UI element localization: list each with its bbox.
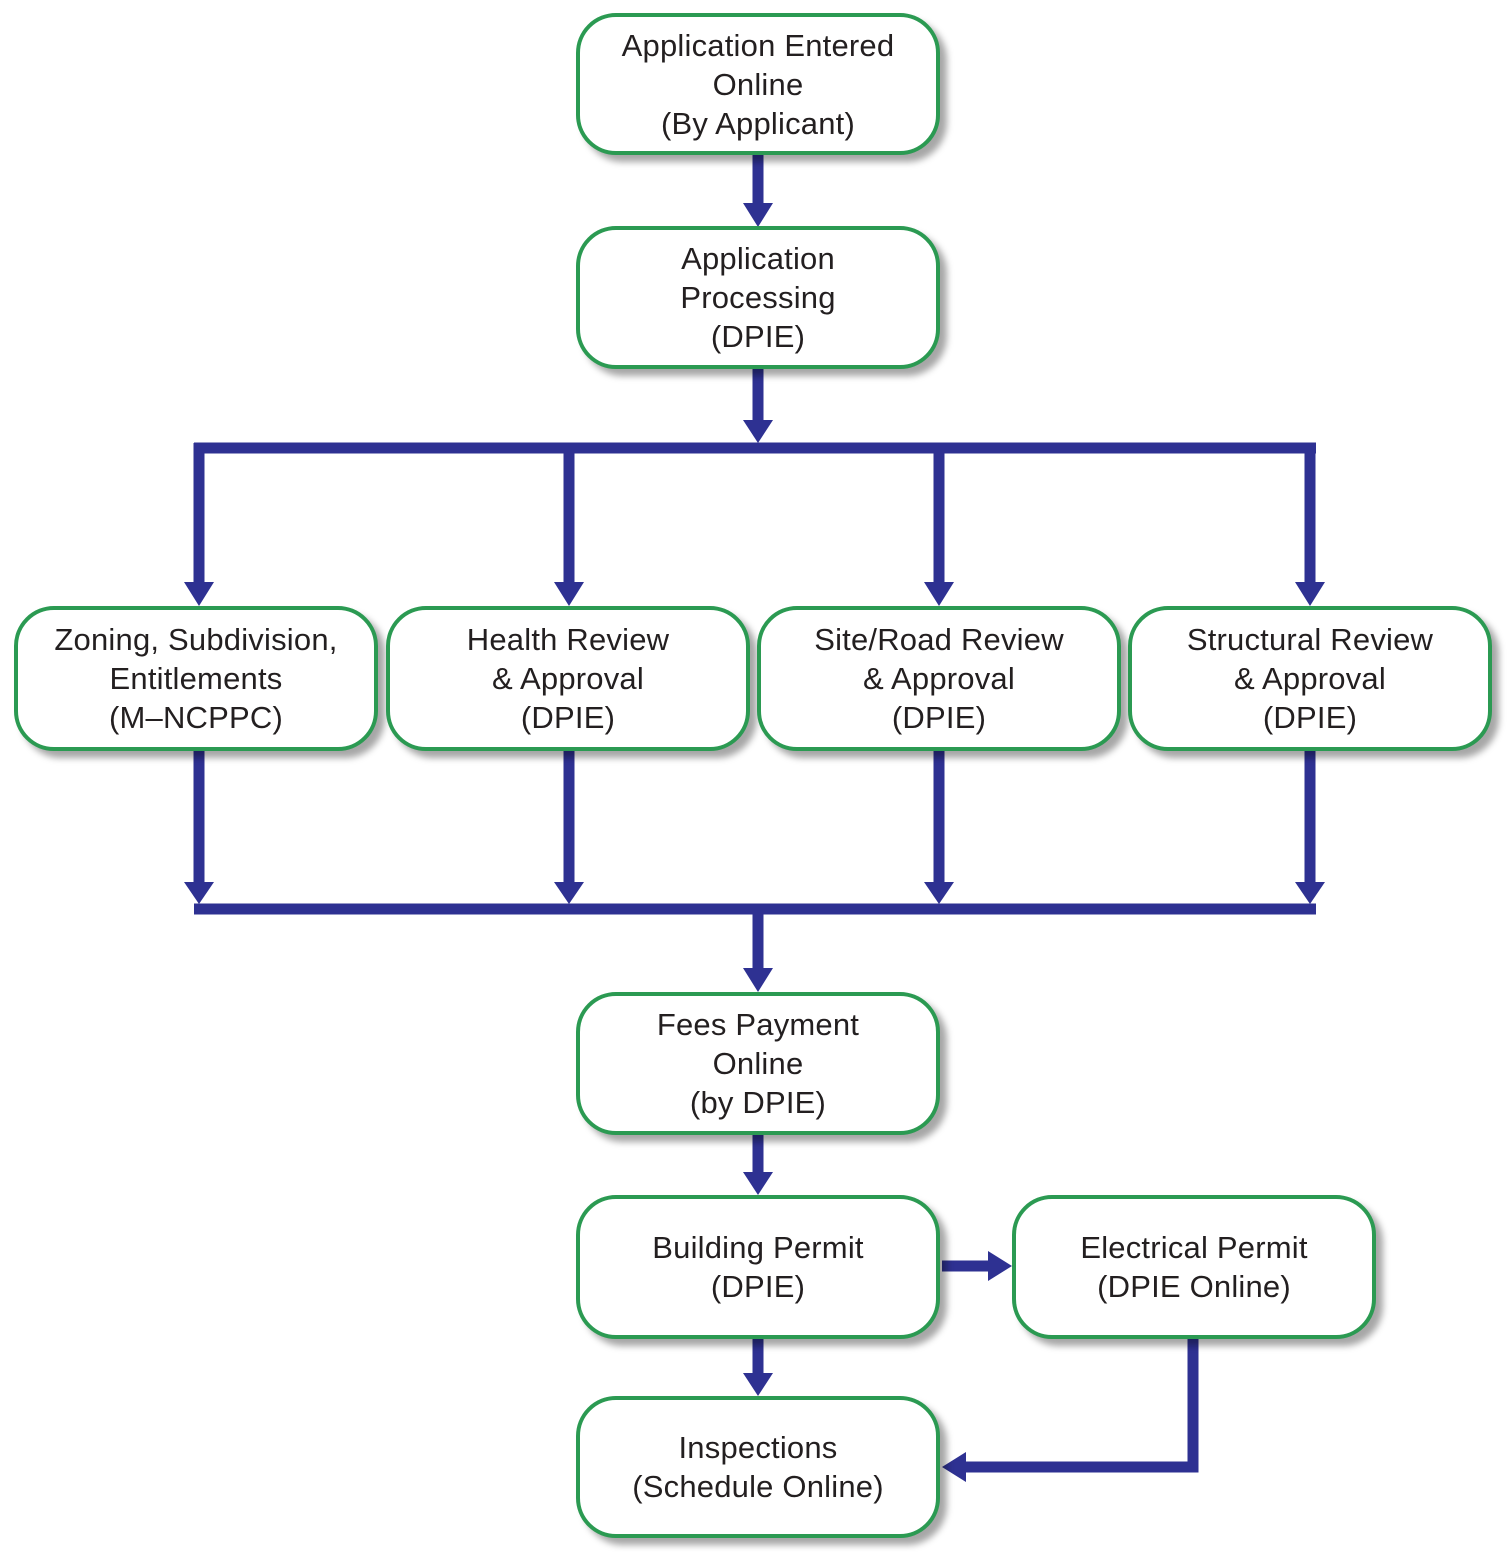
arrowhead-split-to-health bbox=[554, 582, 584, 606]
arrowhead-health-to-merge bbox=[554, 882, 584, 904]
arrowhead-entered-to-processing bbox=[743, 203, 773, 227]
node-line: (Schedule Online) bbox=[632, 1469, 884, 1504]
node-line: (M–NCPPC) bbox=[108, 700, 284, 735]
arrowhead-zoning-to-merge bbox=[184, 882, 214, 904]
node-line: Fees Payment bbox=[656, 1007, 860, 1042]
node-line: & Approval bbox=[1234, 661, 1386, 696]
arrowhead-fees-to-building bbox=[743, 1172, 773, 1195]
node-line: & Approval bbox=[492, 661, 644, 696]
arrowhead-building-to-electrical bbox=[988, 1251, 1012, 1281]
node-line: (DPIE) bbox=[710, 319, 806, 354]
node-structural-review: Structural Review & Approval (DPIE) bbox=[1128, 606, 1492, 751]
node-fees-payment: Fees Payment Online (by DPIE) bbox=[576, 992, 940, 1135]
node-line: Processing bbox=[680, 280, 836, 315]
arrowhead-electrical-to-inspections bbox=[942, 1452, 966, 1482]
node-site-road-review: Site/Road Review & Approval (DPIE) bbox=[757, 606, 1121, 751]
node-line: Application bbox=[681, 241, 835, 276]
node-line: Structural Review bbox=[1186, 622, 1434, 657]
arrowhead-processing-to-split bbox=[743, 420, 773, 443]
node-line: (by DPIE) bbox=[689, 1085, 827, 1120]
node-line: Inspections bbox=[678, 1430, 838, 1465]
arrowhead-merge-to-fees bbox=[743, 968, 773, 992]
node-building-permit: Building Permit (DPIE) bbox=[576, 1195, 940, 1339]
arrowhead-site-road-to-merge bbox=[924, 882, 954, 904]
node-line: Electrical Permit bbox=[1080, 1230, 1308, 1265]
arrowhead-split-to-site-road bbox=[924, 582, 954, 606]
node-line: Online bbox=[712, 1046, 804, 1081]
arrowhead-building-to-inspections bbox=[743, 1373, 773, 1396]
node-line: Zoning, Subdivision, bbox=[54, 622, 338, 657]
node-line: Application Entered bbox=[621, 27, 895, 63]
node-line: & Approval bbox=[863, 661, 1015, 696]
node-line: (By Applicant) bbox=[660, 105, 856, 141]
node-application-processing: Application Processing (DPIE) bbox=[576, 226, 940, 369]
node-line: Site/Road Review bbox=[814, 622, 1064, 657]
connector-electrical-to-inspections bbox=[966, 1339, 1199, 1473]
node-line: (DPIE) bbox=[710, 1269, 806, 1304]
node-application-entered: Application Entered Online (By Applicant… bbox=[576, 13, 940, 155]
node-line: (DPIE) bbox=[891, 700, 987, 735]
node-electrical-permit: Electrical Permit (DPIE Online) bbox=[1012, 1195, 1376, 1339]
arrowhead-split-to-structural bbox=[1295, 582, 1325, 606]
node-health-review: Health Review & Approval (DPIE) bbox=[386, 606, 750, 751]
node-zoning-subdivision: Zoning, Subdivision, Entitlements (M–NCP… bbox=[14, 606, 378, 751]
node-line: (DPIE) bbox=[1262, 700, 1358, 735]
node-line: (DPIE) bbox=[520, 700, 616, 735]
node-inspections: Inspections (Schedule Online) bbox=[576, 1396, 940, 1538]
arrowhead-structural-to-merge bbox=[1295, 882, 1325, 904]
arrowhead-split-to-zoning bbox=[184, 582, 214, 606]
node-line: Building Permit bbox=[652, 1230, 864, 1265]
node-line: Entitlements bbox=[109, 661, 283, 696]
node-line: (DPIE Online) bbox=[1097, 1269, 1291, 1304]
node-line: Online bbox=[712, 66, 804, 102]
node-line: Health Review bbox=[466, 622, 670, 657]
